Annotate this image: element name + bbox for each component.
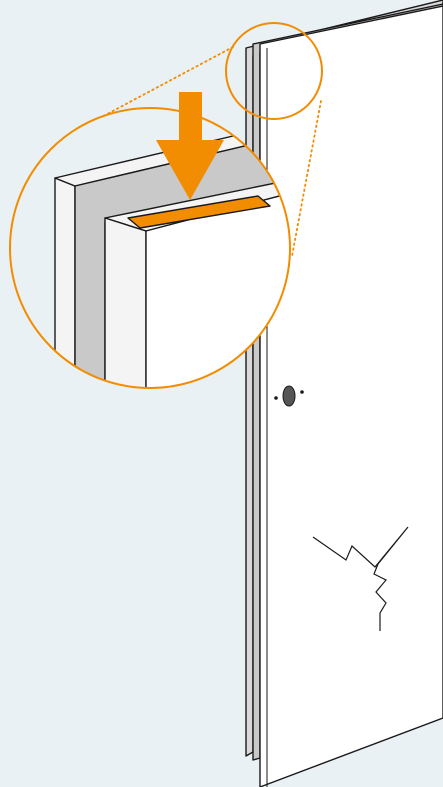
zoom-connector-lines (95, 46, 322, 257)
door (245, 0, 443, 787)
zoom-origin-circle (225, 22, 323, 120)
zoom-seal-strip (127, 195, 271, 229)
door-leaf (259, 5, 443, 787)
zoom-frame-outer (54, 177, 76, 388)
arrow-down-icon (156, 92, 224, 200)
door-handle-icon (274, 385, 304, 407)
zoom-circle-icon (9, 107, 291, 389)
crack-icon (312, 526, 409, 631)
zoom-door-side (104, 217, 147, 388)
